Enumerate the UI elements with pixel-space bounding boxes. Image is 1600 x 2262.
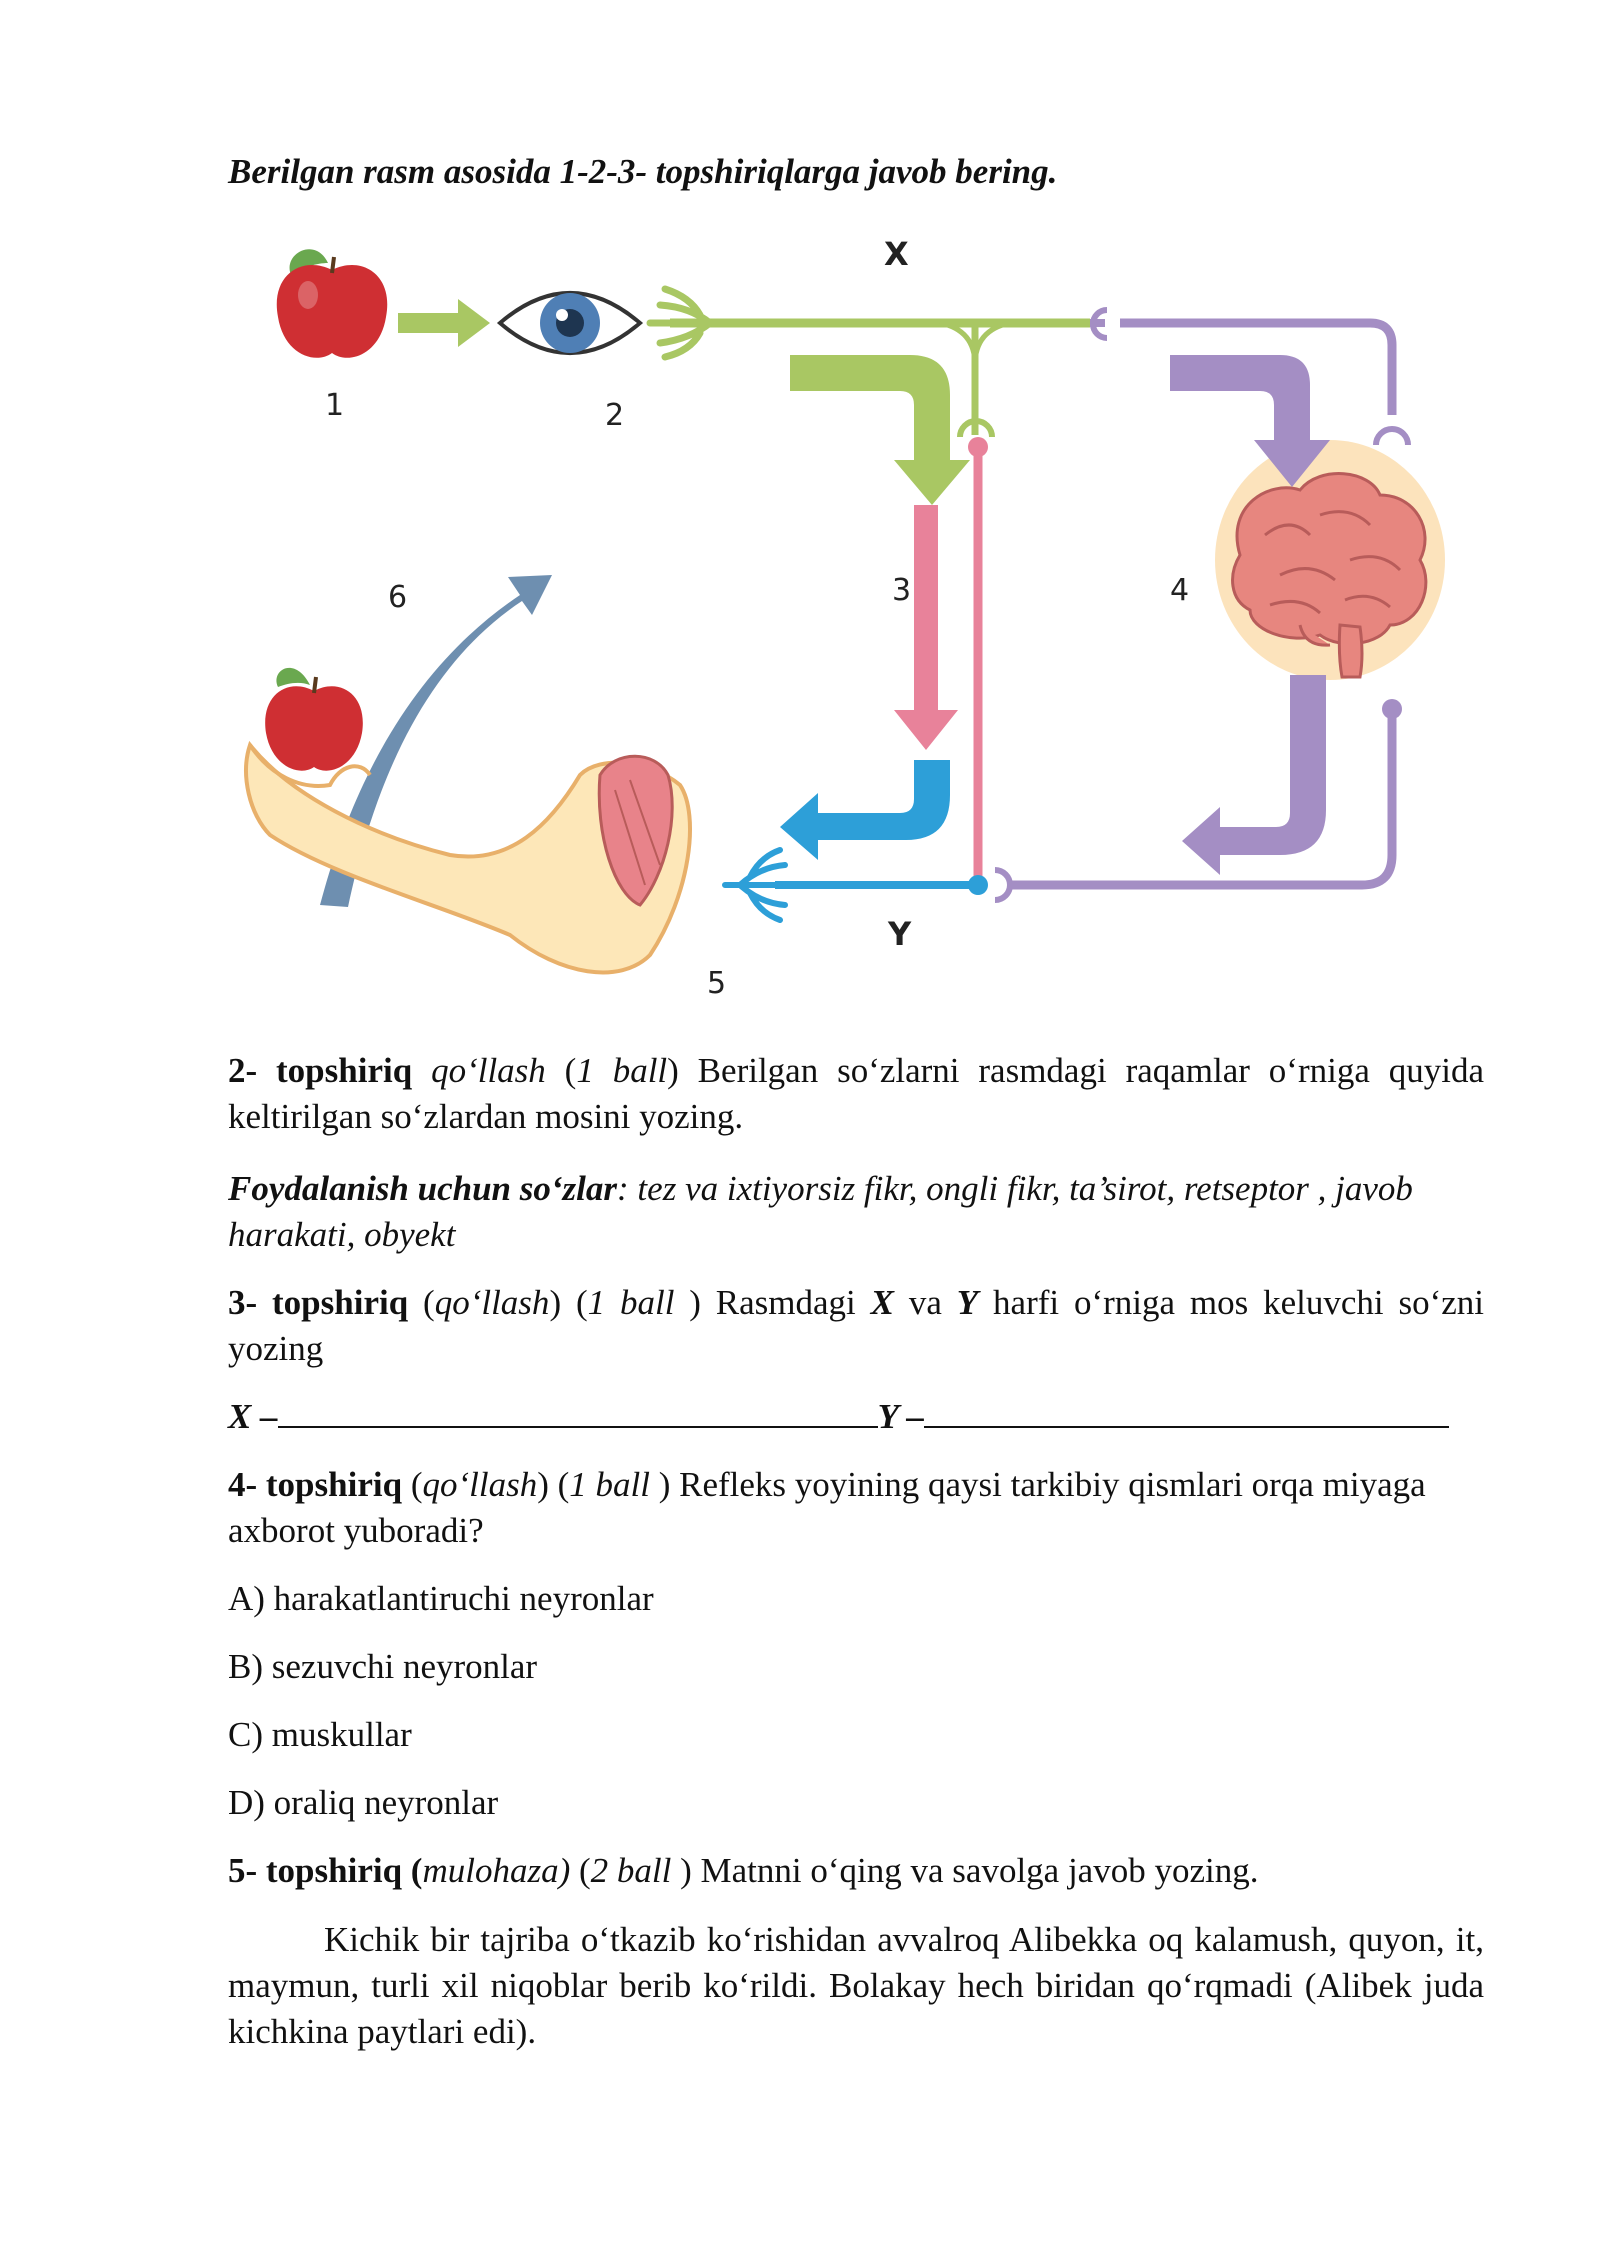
task4-paren: ( [402, 1465, 423, 1504]
motor-neuron-y [722, 847, 988, 923]
task2-paren: ( [545, 1051, 577, 1090]
apple-to-eye-arrow [398, 299, 490, 347]
reflex-arc-diagram: 1 2 3 4 5 6 X Y [220, 215, 1476, 1025]
green-down-arrow [790, 355, 970, 505]
answer-y-label: Y – [877, 1397, 924, 1436]
task4-type: qo‘llash [422, 1465, 538, 1504]
intro-instruction: Berilgan rasm asosida 1-2-3- topshiriqla… [228, 152, 1058, 191]
label-6: 6 [388, 580, 407, 615]
label-5: 5 [707, 966, 726, 1001]
task5-text: ) Matnni o‘qing va savolga javob yozing. [671, 1851, 1259, 1890]
answer-x-field[interactable] [277, 1394, 878, 1428]
brain-pathway [994, 318, 1411, 903]
task5-paragraph: 5- topshiriq (mulohaza) (2 ball ) Matnni… [228, 1848, 1484, 1894]
task4-option-b[interactable]: B) sezuvchi neyronlar [228, 1647, 538, 1686]
task4-option-c[interactable]: C) muskullar [228, 1715, 412, 1754]
eye-receptor-icon [496, 291, 644, 355]
task3-paren: ( [408, 1283, 435, 1322]
task4-question: ) Refleks yoyining qaysi tarkibiy qismla… [228, 1465, 1426, 1550]
answer-line: X –Y – [228, 1394, 1484, 1440]
task3-va: va [894, 1283, 957, 1322]
words-paragraph: Foydalanish uchun so‘zlar: tez va ixtiyo… [228, 1166, 1484, 1258]
task4-mid: ) ( [537, 1465, 570, 1504]
task5-type: mulohaza) [422, 1851, 571, 1890]
words-list: : tez va ixtiyorsiz fikr, ongli fikr, ta… [228, 1169, 1413, 1254]
passage-paragraph: Kichik bir tajriba o‘tkazib ko‘rishidan … [228, 1920, 1484, 2051]
task4-number: 4- topshiriq [228, 1465, 403, 1504]
purple-left-arrow [1182, 675, 1326, 875]
task3-paragraph: 3- topshiriq (qo‘llash) (1 ball ) Rasmda… [228, 1280, 1484, 1372]
task4-points: 1 ball [569, 1465, 650, 1504]
label-1: 1 [325, 388, 344, 423]
task3-number: 3- topshiriq [228, 1283, 409, 1322]
blue-left-arrow [780, 760, 950, 860]
label-x: X [884, 235, 909, 273]
answer-x-label: X – [228, 1397, 278, 1436]
task5-mid: ( [570, 1851, 591, 1890]
label-2: 2 [605, 398, 624, 433]
task4-option-d[interactable]: D) oraliq neyronlar [228, 1783, 499, 1822]
task2-paragraph: 2- topshiriq qo‘llash (1 ball) Berilgan … [228, 1048, 1484, 1140]
task5-number: 5- topshiriq ( [228, 1851, 423, 1890]
task4-option-a[interactable]: A) harakatlantiruchi neyronlar [228, 1579, 654, 1618]
task3-y: Y [956, 1283, 979, 1322]
task4-paragraph: 4- topshiriq (qo‘llash) (1 ball ) Reflek… [228, 1462, 1484, 1554]
brain-icon [1231, 472, 1428, 679]
task2-points: 1 ball [576, 1051, 668, 1090]
sensory-neuron-x [646, 285, 1108, 438]
task3-mid: ) ( [549, 1283, 588, 1322]
task2-text: ) Berilgan so‘zlarni rasmdagi raqamlar o… [228, 1051, 1485, 1136]
task3-type: qo‘llash [434, 1283, 550, 1322]
label-y: Y [887, 915, 912, 953]
apple-object-icon [276, 249, 388, 358]
task2-type: qo‘llash [431, 1051, 546, 1090]
answer-y-field[interactable] [923, 1394, 1449, 1428]
task3-text2: harfi o‘rniga mos keluvchi so‘zni yozing [228, 1283, 1485, 1368]
task3-points: 1 ball [587, 1283, 675, 1322]
interneuron [968, 437, 988, 885]
arm-response-icon [244, 667, 692, 975]
label-3: 3 [892, 573, 911, 608]
task2-number: 2- topshiriq [228, 1051, 413, 1090]
words-label: Foydalanish uchun so‘zlar [228, 1169, 618, 1208]
pink-down-arrow [894, 505, 958, 750]
task5-points: 2 ball [590, 1851, 672, 1890]
task3-x: X [870, 1283, 895, 1322]
label-4: 4 [1170, 573, 1189, 608]
task3-text1: ) Rasmdagi [674, 1283, 871, 1322]
purple-down-arrow [1170, 355, 1330, 487]
